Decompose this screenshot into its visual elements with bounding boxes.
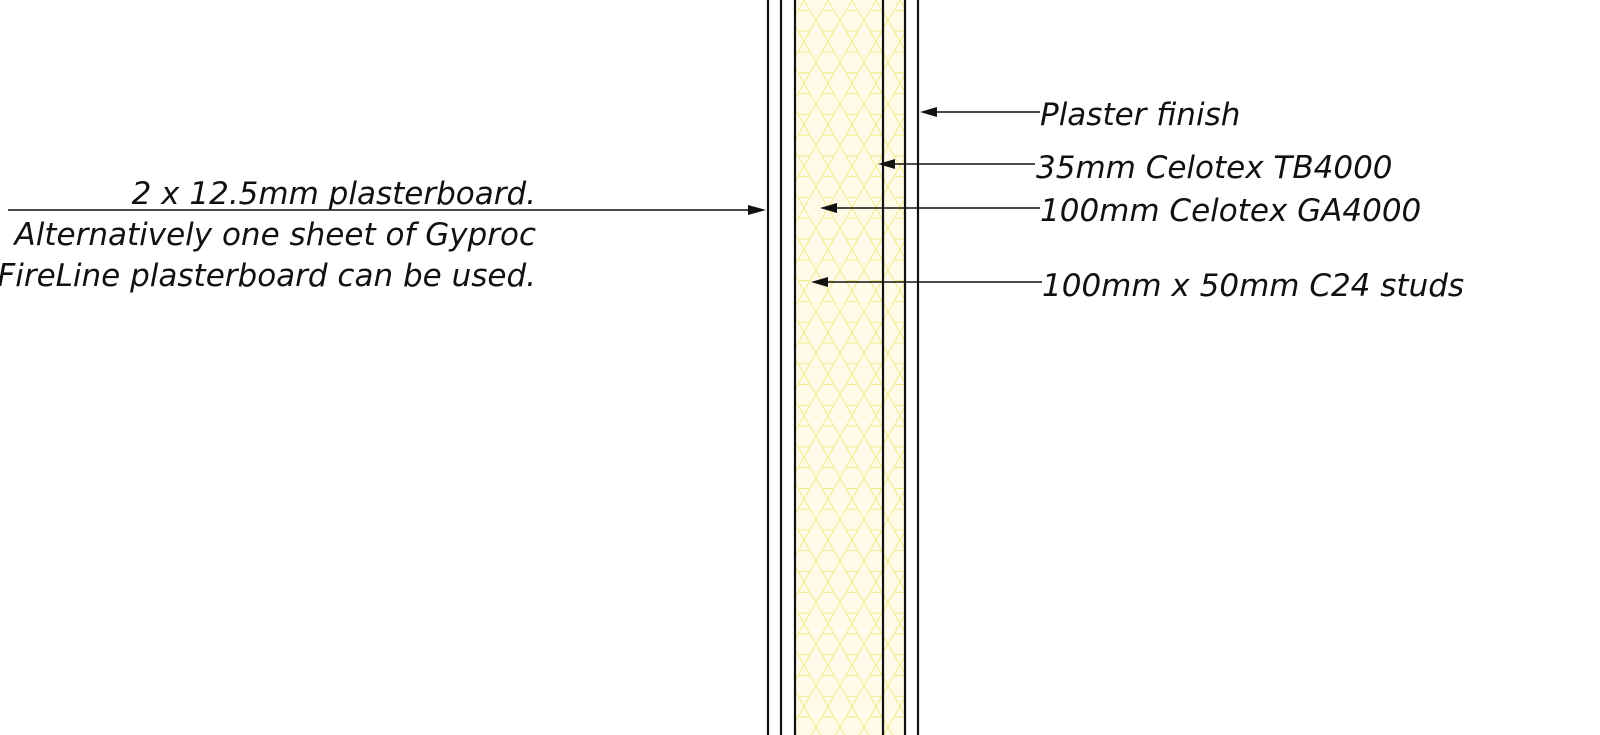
ga4000-arrowhead	[820, 203, 837, 213]
left-label-line2: Alternatively one sheet of Gyproc	[13, 217, 536, 253]
ga4000-label: 100mm Celotex GA4000	[1040, 193, 1421, 229]
wall-layers	[766, 0, 920, 735]
insulation-hatch	[795, 0, 905, 735]
left-label-line1: 2 x 12.5mm plasterboard.	[132, 176, 536, 212]
plaster-finish-arrowhead	[920, 107, 937, 117]
left-label-line3: FireLine plasterboard can be used.	[0, 258, 536, 294]
studs-arrowhead	[811, 277, 828, 287]
tb4000-label: 35mm Celotex TB4000	[1036, 150, 1393, 186]
right-annotations: Plaster finish 35mm Celotex TB4000 100mm…	[811, 97, 1464, 304]
left-arrowhead	[748, 205, 766, 215]
left-annotation: 2 x 12.5mm plasterboard. Alternatively o…	[0, 176, 766, 294]
tb4000-arrowhead	[878, 159, 895, 169]
studs-label: 100mm x 50mm C24 studs	[1042, 268, 1464, 304]
plaster-finish-label: Plaster finish	[1040, 97, 1240, 133]
